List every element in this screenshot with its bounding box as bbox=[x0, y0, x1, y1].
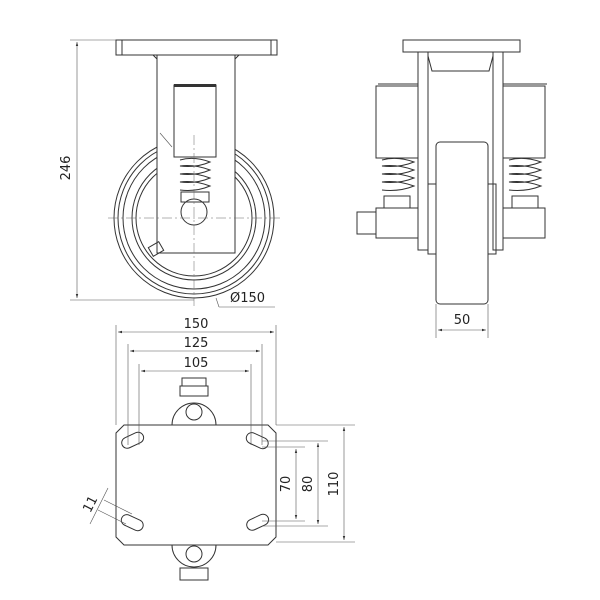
top-plate bbox=[115, 39, 278, 56]
left-spring-housing bbox=[375, 85, 419, 159]
plate-view: 150 125 105 70 80 110 11 bbox=[80, 317, 355, 581]
side-view: 246 Ø150 bbox=[59, 39, 282, 308]
mounting-plate bbox=[115, 424, 277, 546]
dim-height: 246 bbox=[59, 156, 74, 181]
dim-hole-spacing-outer: 125 bbox=[184, 336, 209, 351]
right-spring-housing bbox=[502, 85, 546, 159]
wheel-tread bbox=[435, 141, 489, 305]
front-top-plate bbox=[402, 39, 521, 53]
dim-hole-spacing-inner: 105 bbox=[184, 356, 209, 371]
dim-slot-width: 11 bbox=[80, 494, 101, 516]
mounting-slots bbox=[120, 431, 270, 532]
dim-hole-spacing-v-inner: 70 bbox=[279, 476, 294, 493]
dim-hole-spacing-v-outer: 80 bbox=[301, 476, 316, 493]
front-view: 50 bbox=[356, 39, 547, 338]
dim-wheel-diameter: Ø150 bbox=[230, 291, 265, 306]
dim-plate-length: 150 bbox=[184, 317, 209, 332]
dim-plate-width: 110 bbox=[327, 472, 342, 497]
fork bbox=[156, 54, 236, 254]
axle-nut bbox=[356, 211, 377, 235]
nut bbox=[147, 240, 165, 258]
spring bbox=[179, 157, 212, 191]
dim-wheel-width: 50 bbox=[454, 313, 471, 328]
